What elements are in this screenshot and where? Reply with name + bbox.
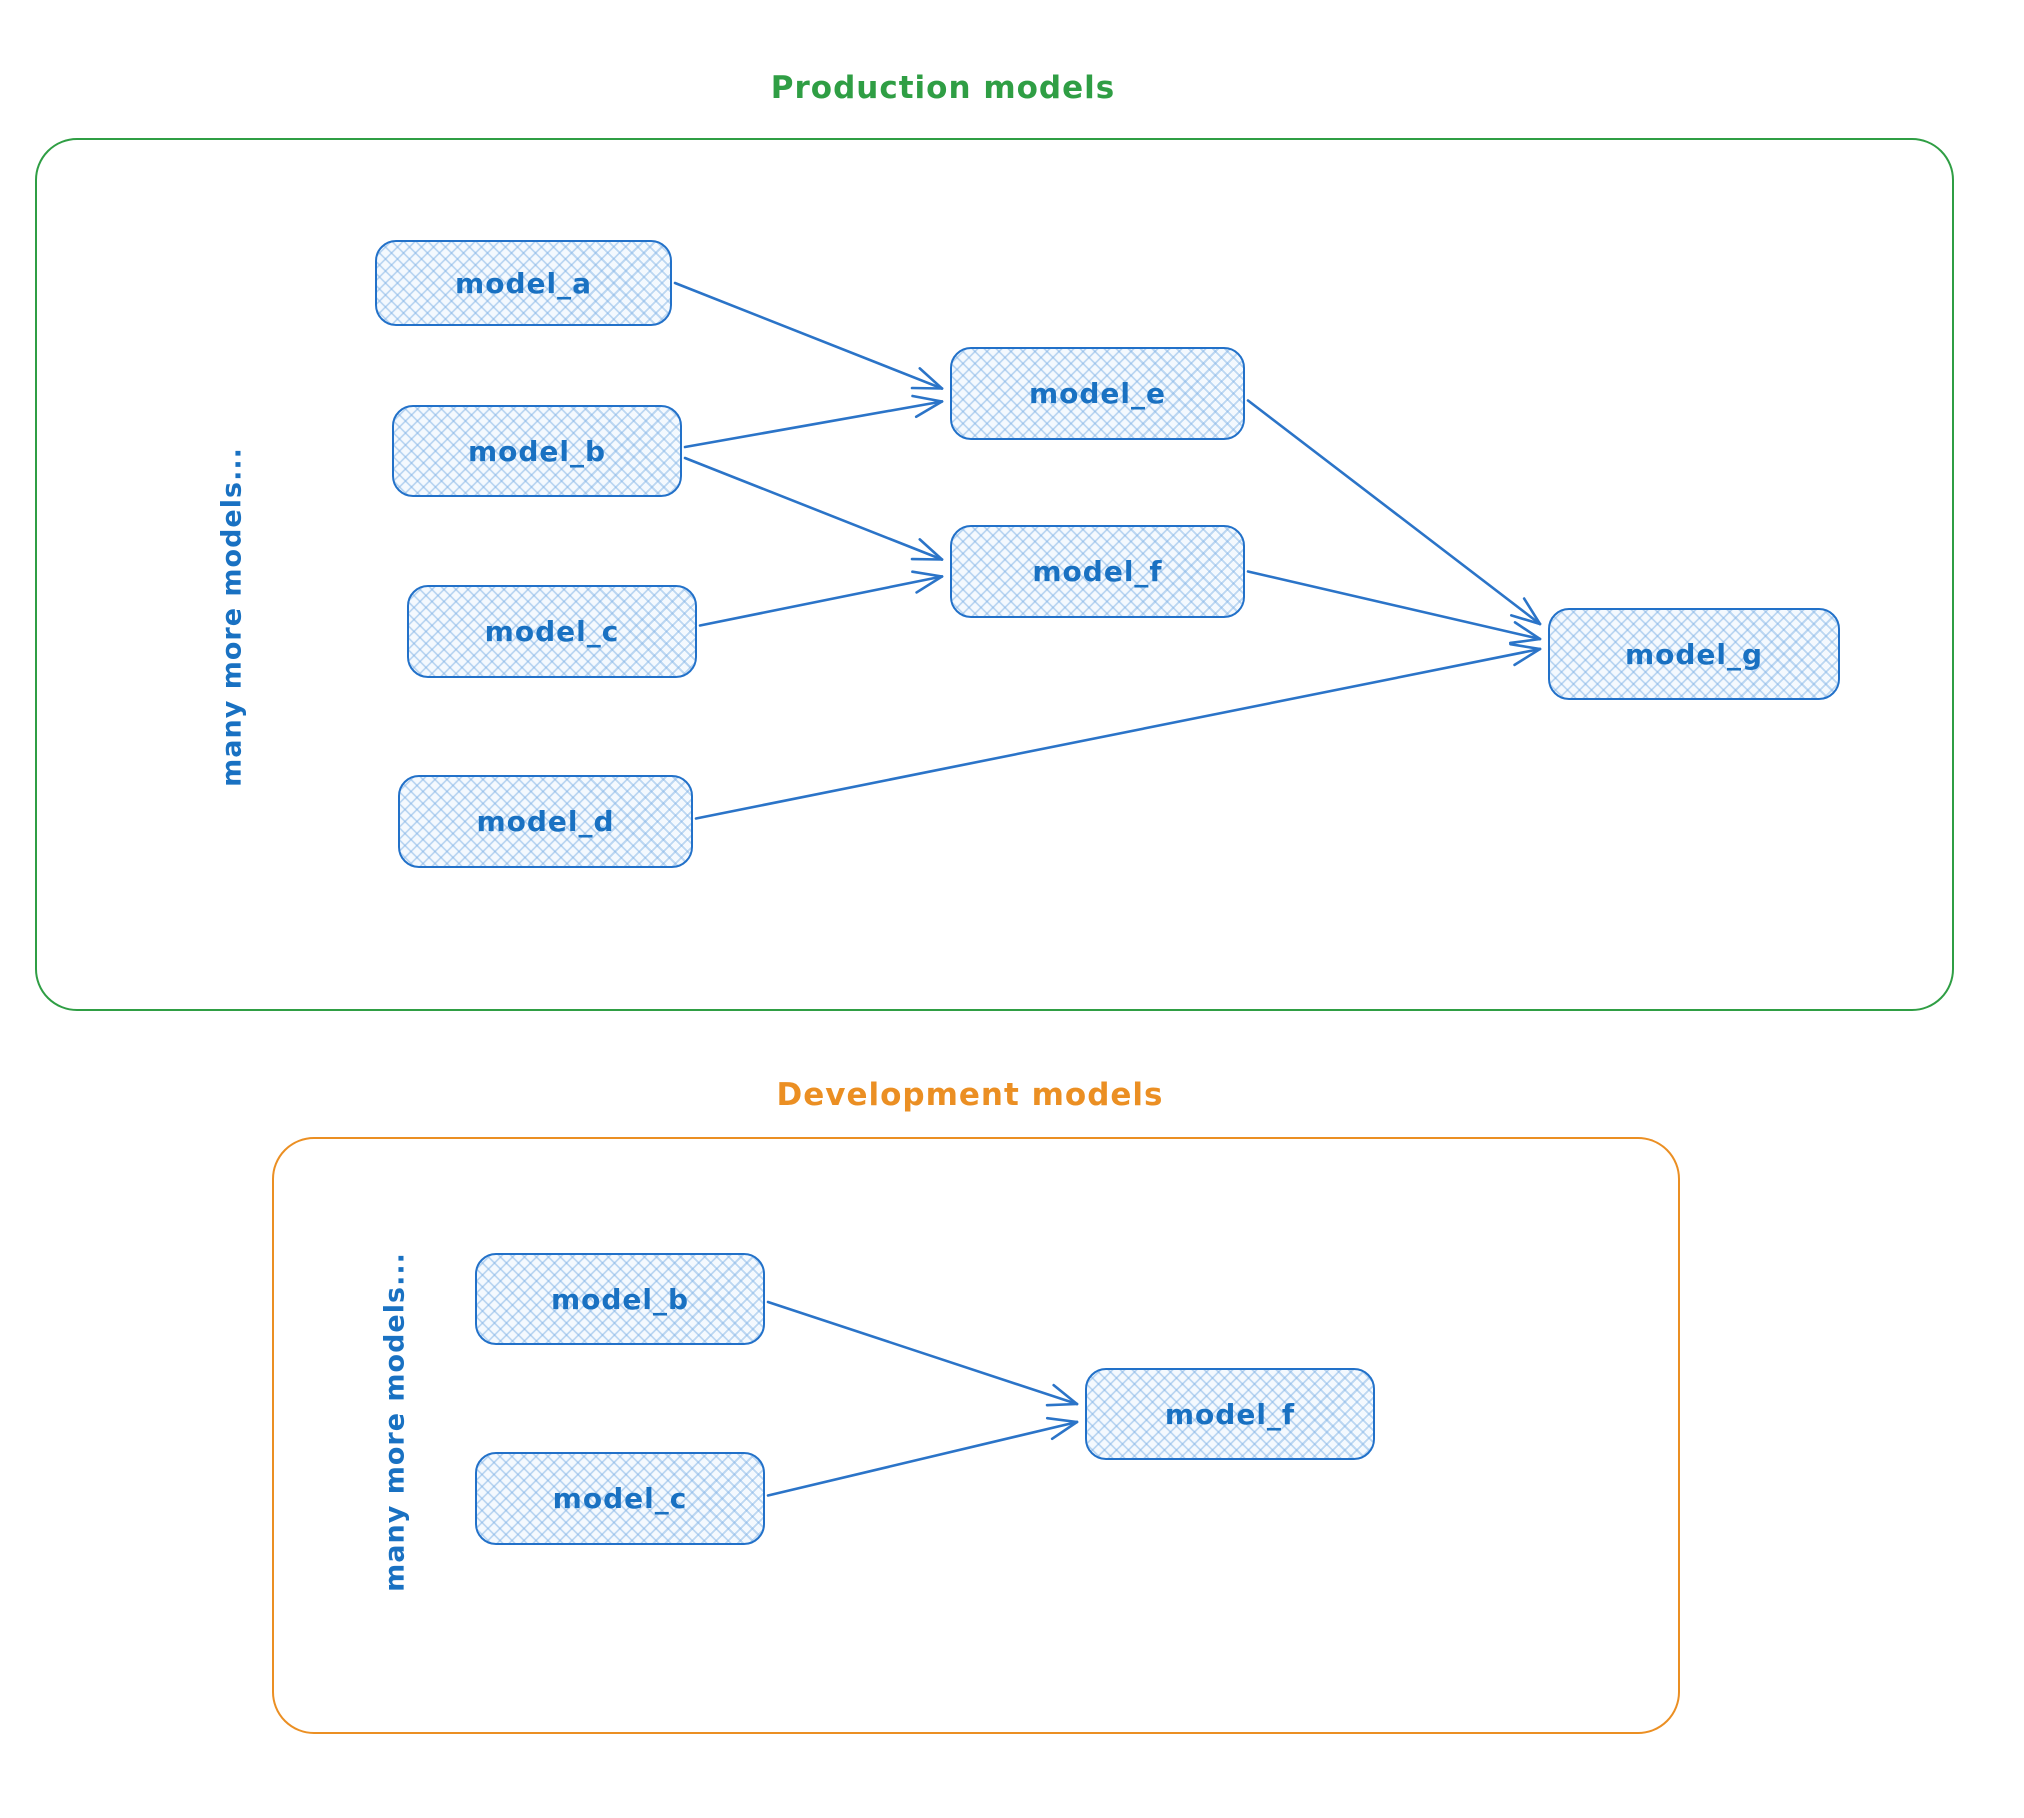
- node-label: model_a: [455, 266, 592, 300]
- node-dev_model_b[interactable]: model_b: [475, 1253, 765, 1345]
- node-label: model_b: [550, 1282, 690, 1316]
- node-prod_model_g[interactable]: model_g: [1548, 608, 1840, 700]
- node-label: model_d: [476, 805, 615, 838]
- node-label: model_c: [484, 615, 620, 648]
- node-label: model_e: [1028, 377, 1167, 410]
- node-label: model_c: [552, 1482, 688, 1515]
- node-prod_model_e[interactable]: model_e: [950, 347, 1245, 440]
- node-label: model_f: [1164, 1397, 1296, 1431]
- node-dev_model_f[interactable]: model_f: [1085, 1368, 1375, 1460]
- development-frame: [272, 1137, 1680, 1734]
- node-prod_model_f[interactable]: model_f: [950, 525, 1245, 618]
- production-frame: [35, 138, 1954, 1011]
- node-dev_model_c[interactable]: model_c: [475, 1452, 765, 1545]
- node-prod_model_b[interactable]: model_b: [392, 405, 682, 497]
- development-title: Development models: [776, 1077, 1164, 1113]
- development-side-label: many more models...: [379, 1252, 411, 1592]
- production-title: Production models: [770, 70, 1116, 106]
- node-label: model_g: [1624, 637, 1764, 671]
- node-label: model_b: [467, 434, 607, 468]
- node-prod_model_c[interactable]: model_c: [407, 585, 697, 678]
- node-prod_model_d[interactable]: model_d: [398, 775, 693, 868]
- node-prod_model_a[interactable]: model_a: [375, 240, 672, 326]
- production-side-label: many more models...: [216, 447, 248, 787]
- node-label: model_f: [1032, 555, 1163, 588]
